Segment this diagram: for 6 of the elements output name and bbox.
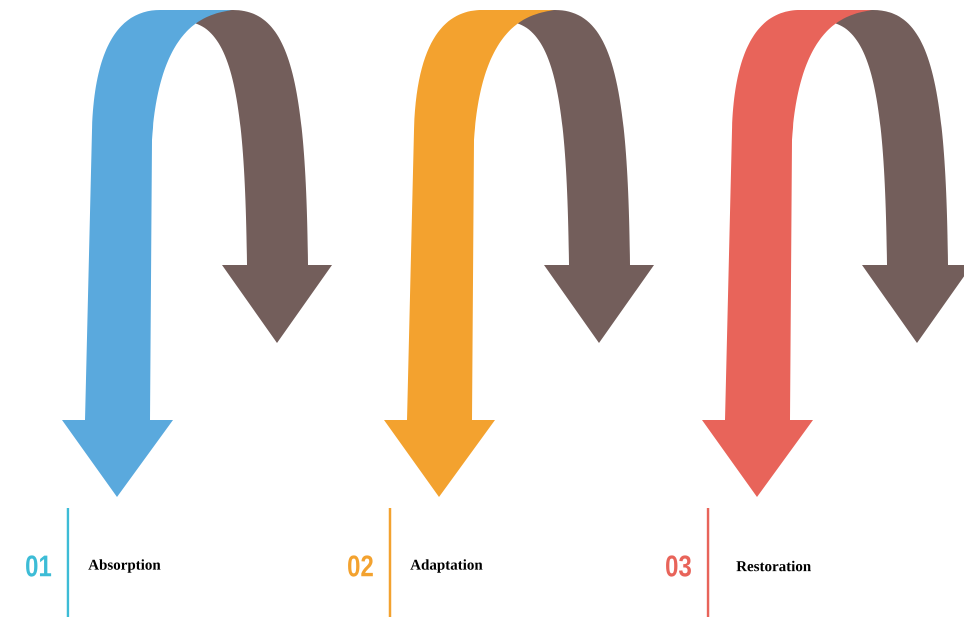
step-number: 02	[348, 555, 373, 577]
step-label: Restoration	[736, 560, 811, 572]
step-label: Adaptation	[410, 559, 482, 573]
step-number: 01	[26, 555, 52, 577]
step-label: Absorption	[88, 559, 160, 573]
step-number: 03	[666, 555, 691, 577]
